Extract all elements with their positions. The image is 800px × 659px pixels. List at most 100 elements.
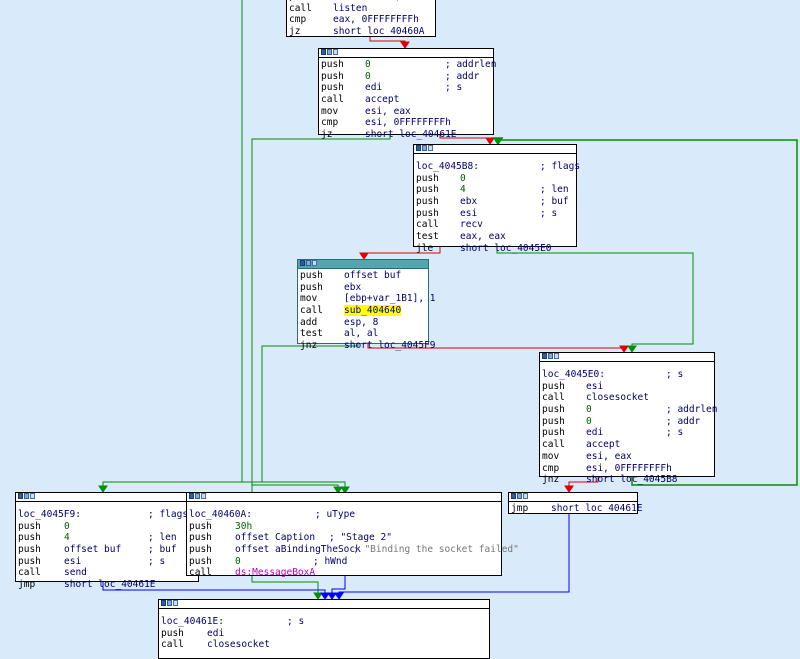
asm-label-line: loc_40461E:; s [161,616,305,627]
graph-text-icon [517,493,522,499]
graph-text-icon [422,145,427,151]
graph-list-icon [554,353,559,359]
graph-list-icon [312,260,317,266]
graph-list-icon [523,493,528,499]
block-label: loc_40460A: [189,509,252,520]
graph-text-icon [195,493,200,499]
graph-text-icon [24,493,29,499]
block-header [414,145,576,154]
block-header [319,49,493,58]
asm-label-line: loc_40460A:; uType [189,509,356,520]
edge-n3-to-n5 [98,344,359,493]
graph-node-icon [542,353,547,359]
graph-node-icon [18,493,23,499]
block-header [187,493,501,502]
edge-n6-to-n8 [327,576,346,600]
edge-left-to-n8 [251,139,343,494]
graph-node-icon [511,493,516,499]
block-label: loc_4045B8: [416,161,479,172]
edge-n2-to-n4 [496,247,694,353]
graph-node-icon [416,145,421,151]
block-header [159,600,489,609]
edge-n4-to-n7 [564,477,599,493]
graph-list-icon [173,600,178,606]
operand: eax, 0FFFFFFFFh [333,14,419,26]
edge-n2-to-n3 [359,247,441,260]
block-label: loc_4045F9: [18,509,81,520]
block-header [16,493,198,502]
asm-line: mov[ebp+var_1B1], 1 [300,293,436,305]
block-label: loc_4045E0: [542,369,605,380]
graph-node-icon [161,600,166,606]
edge-n0-to-n1 [369,36,410,49]
edge-n7-to-n8 [334,514,570,600]
edge-n5-to-n8 [102,581,330,600]
graph-text-icon [306,260,311,266]
graph-list-icon [30,493,35,499]
graph-list-icon [201,493,206,499]
edge-n3-to-n4 [367,344,629,353]
graph-text-icon [548,353,553,359]
graph-node-icon [189,493,194,499]
asm-label-line: loc_4045E0:; s [542,369,684,380]
graph-list-icon [428,145,433,151]
block-header [298,260,428,269]
graph-node-icon [300,260,305,266]
edge-n0-to-n6 [241,0,350,494]
edge-n1-to-n2 [439,135,495,145]
comment: ; "Stage 2" [329,532,392,544]
selected-symbol[interactable]: sub_404640 [344,305,402,317]
block-header [540,353,714,362]
edge-n4-to-n2 [492,137,798,486]
